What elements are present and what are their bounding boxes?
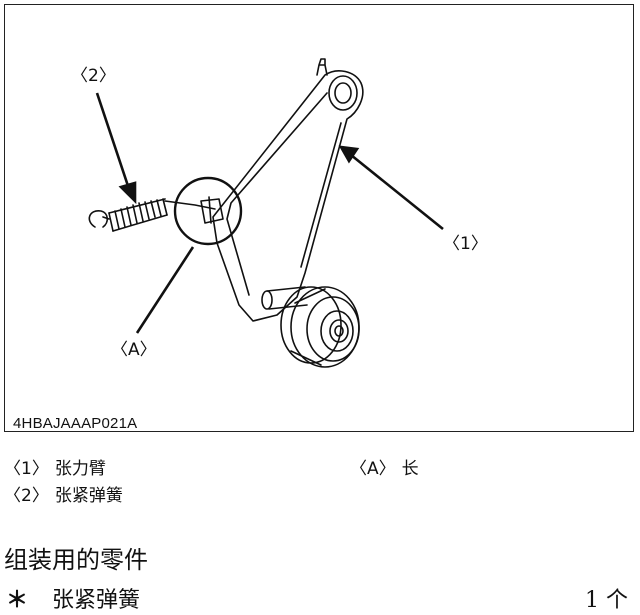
legend-item-a: 〈A〉长	[350, 454, 419, 479]
legend-label: 张力臂	[54, 459, 106, 479]
tension-arm-outline	[212, 70, 364, 322]
part-bullet: ＊	[6, 588, 29, 613]
idler-shaft	[266, 286, 308, 310]
legend-item-1: 〈1〉张力臂	[4, 454, 106, 479]
legend-code: 〈1〉	[4, 459, 49, 479]
arrow-callout-2	[95, 92, 131, 190]
detail-circle	[173, 176, 243, 246]
part-quantity: 1 个	[585, 588, 628, 613]
figure-frame: 〈2〉 〈1〉 〈A〉 4HBAJAAAP021A	[4, 4, 634, 432]
callout-label-2: 〈2〉	[71, 66, 116, 86]
legend-label: 长	[401, 459, 419, 479]
legend-item-2: 〈2〉张紧弹簧	[4, 481, 123, 506]
figure-code: 4HBAJAAAP021A	[13, 415, 138, 432]
arrow-callout-1	[350, 153, 444, 231]
idler-pulley	[280, 286, 360, 368]
grease-nipple	[316, 58, 328, 76]
parts-section-title: 组装用的零件	[4, 546, 148, 574]
legend-code: 〈A〉	[350, 459, 396, 479]
part-row: ＊ 张紧弹簧 1 个	[4, 582, 634, 613]
part-name: 张紧弹簧	[52, 588, 141, 613]
callout-label-1: 〈1〉	[443, 234, 488, 254]
tension-arm-illustration	[88, 58, 444, 368]
legend-label: 张紧弹簧	[54, 486, 123, 506]
callout-label-a: 〈A〉	[111, 340, 157, 360]
pivot-boss	[328, 75, 358, 111]
legend-code: 〈2〉	[4, 486, 49, 506]
leader-callout-a	[135, 246, 195, 334]
tension-spring	[88, 198, 216, 232]
tension-arm-inner-edge	[226, 92, 328, 296]
